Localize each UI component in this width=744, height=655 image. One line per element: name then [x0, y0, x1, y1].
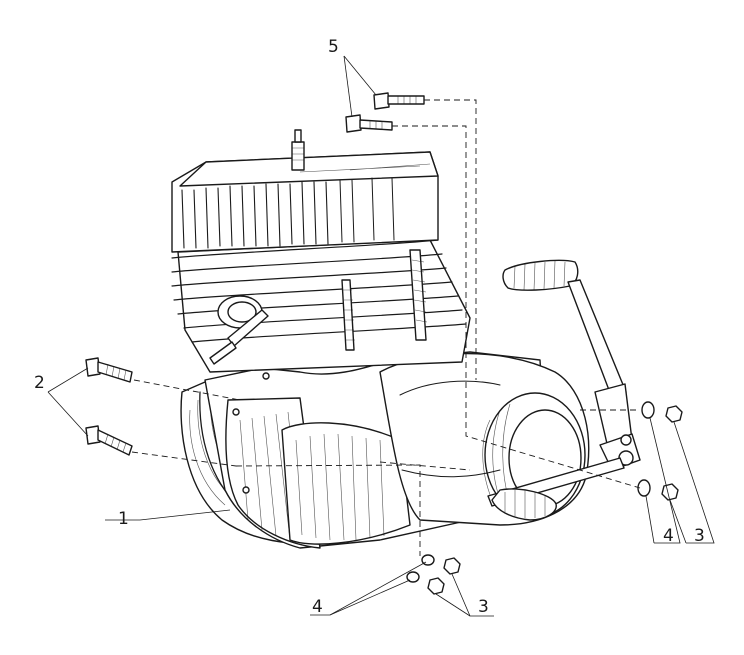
gear-lever: [487, 457, 625, 521]
washers-4: [406, 401, 655, 583]
callout-4-right: 4: [663, 526, 674, 546]
washer-right-a: [641, 401, 655, 419]
callout-5: 5: [328, 37, 339, 57]
callout-1: 1: [118, 509, 129, 529]
side-cover-right: [379, 352, 590, 526]
nut-right-b: [661, 483, 679, 501]
nut-bottom-a: [443, 557, 461, 575]
kickstart-lever: [502, 259, 641, 471]
mounting-bolt-upper: [85, 357, 133, 383]
washer-bottom-b: [406, 571, 420, 583]
callout-4-bottom: 4: [312, 597, 323, 617]
engine-assembly: [171, 129, 641, 549]
callout-2: 2: [34, 373, 45, 393]
nuts-3: [427, 405, 683, 595]
nut-right-a: [665, 405, 683, 423]
spark-plug: [291, 129, 305, 171]
head-bolts-5: [345, 92, 425, 133]
mounting-bolt-lower: [85, 425, 133, 456]
mounting-bolts-2: [85, 357, 133, 456]
washer-right-b: [637, 479, 651, 497]
head-bolt-upper: [373, 92, 425, 110]
cylinder-barrel: [171, 239, 471, 373]
head-bolt-lower: [345, 114, 393, 133]
cylinder-head: [171, 129, 439, 253]
callout-3-bottom: 3: [478, 597, 489, 617]
leader-lines: [47, 55, 715, 617]
callout-3-right: 3: [694, 526, 705, 546]
nut-bottom-b: [427, 577, 445, 595]
callout-labels: 5 2 1 4 3 4 3: [34, 37, 705, 617]
assembly-axis-lines: [131, 99, 641, 556]
